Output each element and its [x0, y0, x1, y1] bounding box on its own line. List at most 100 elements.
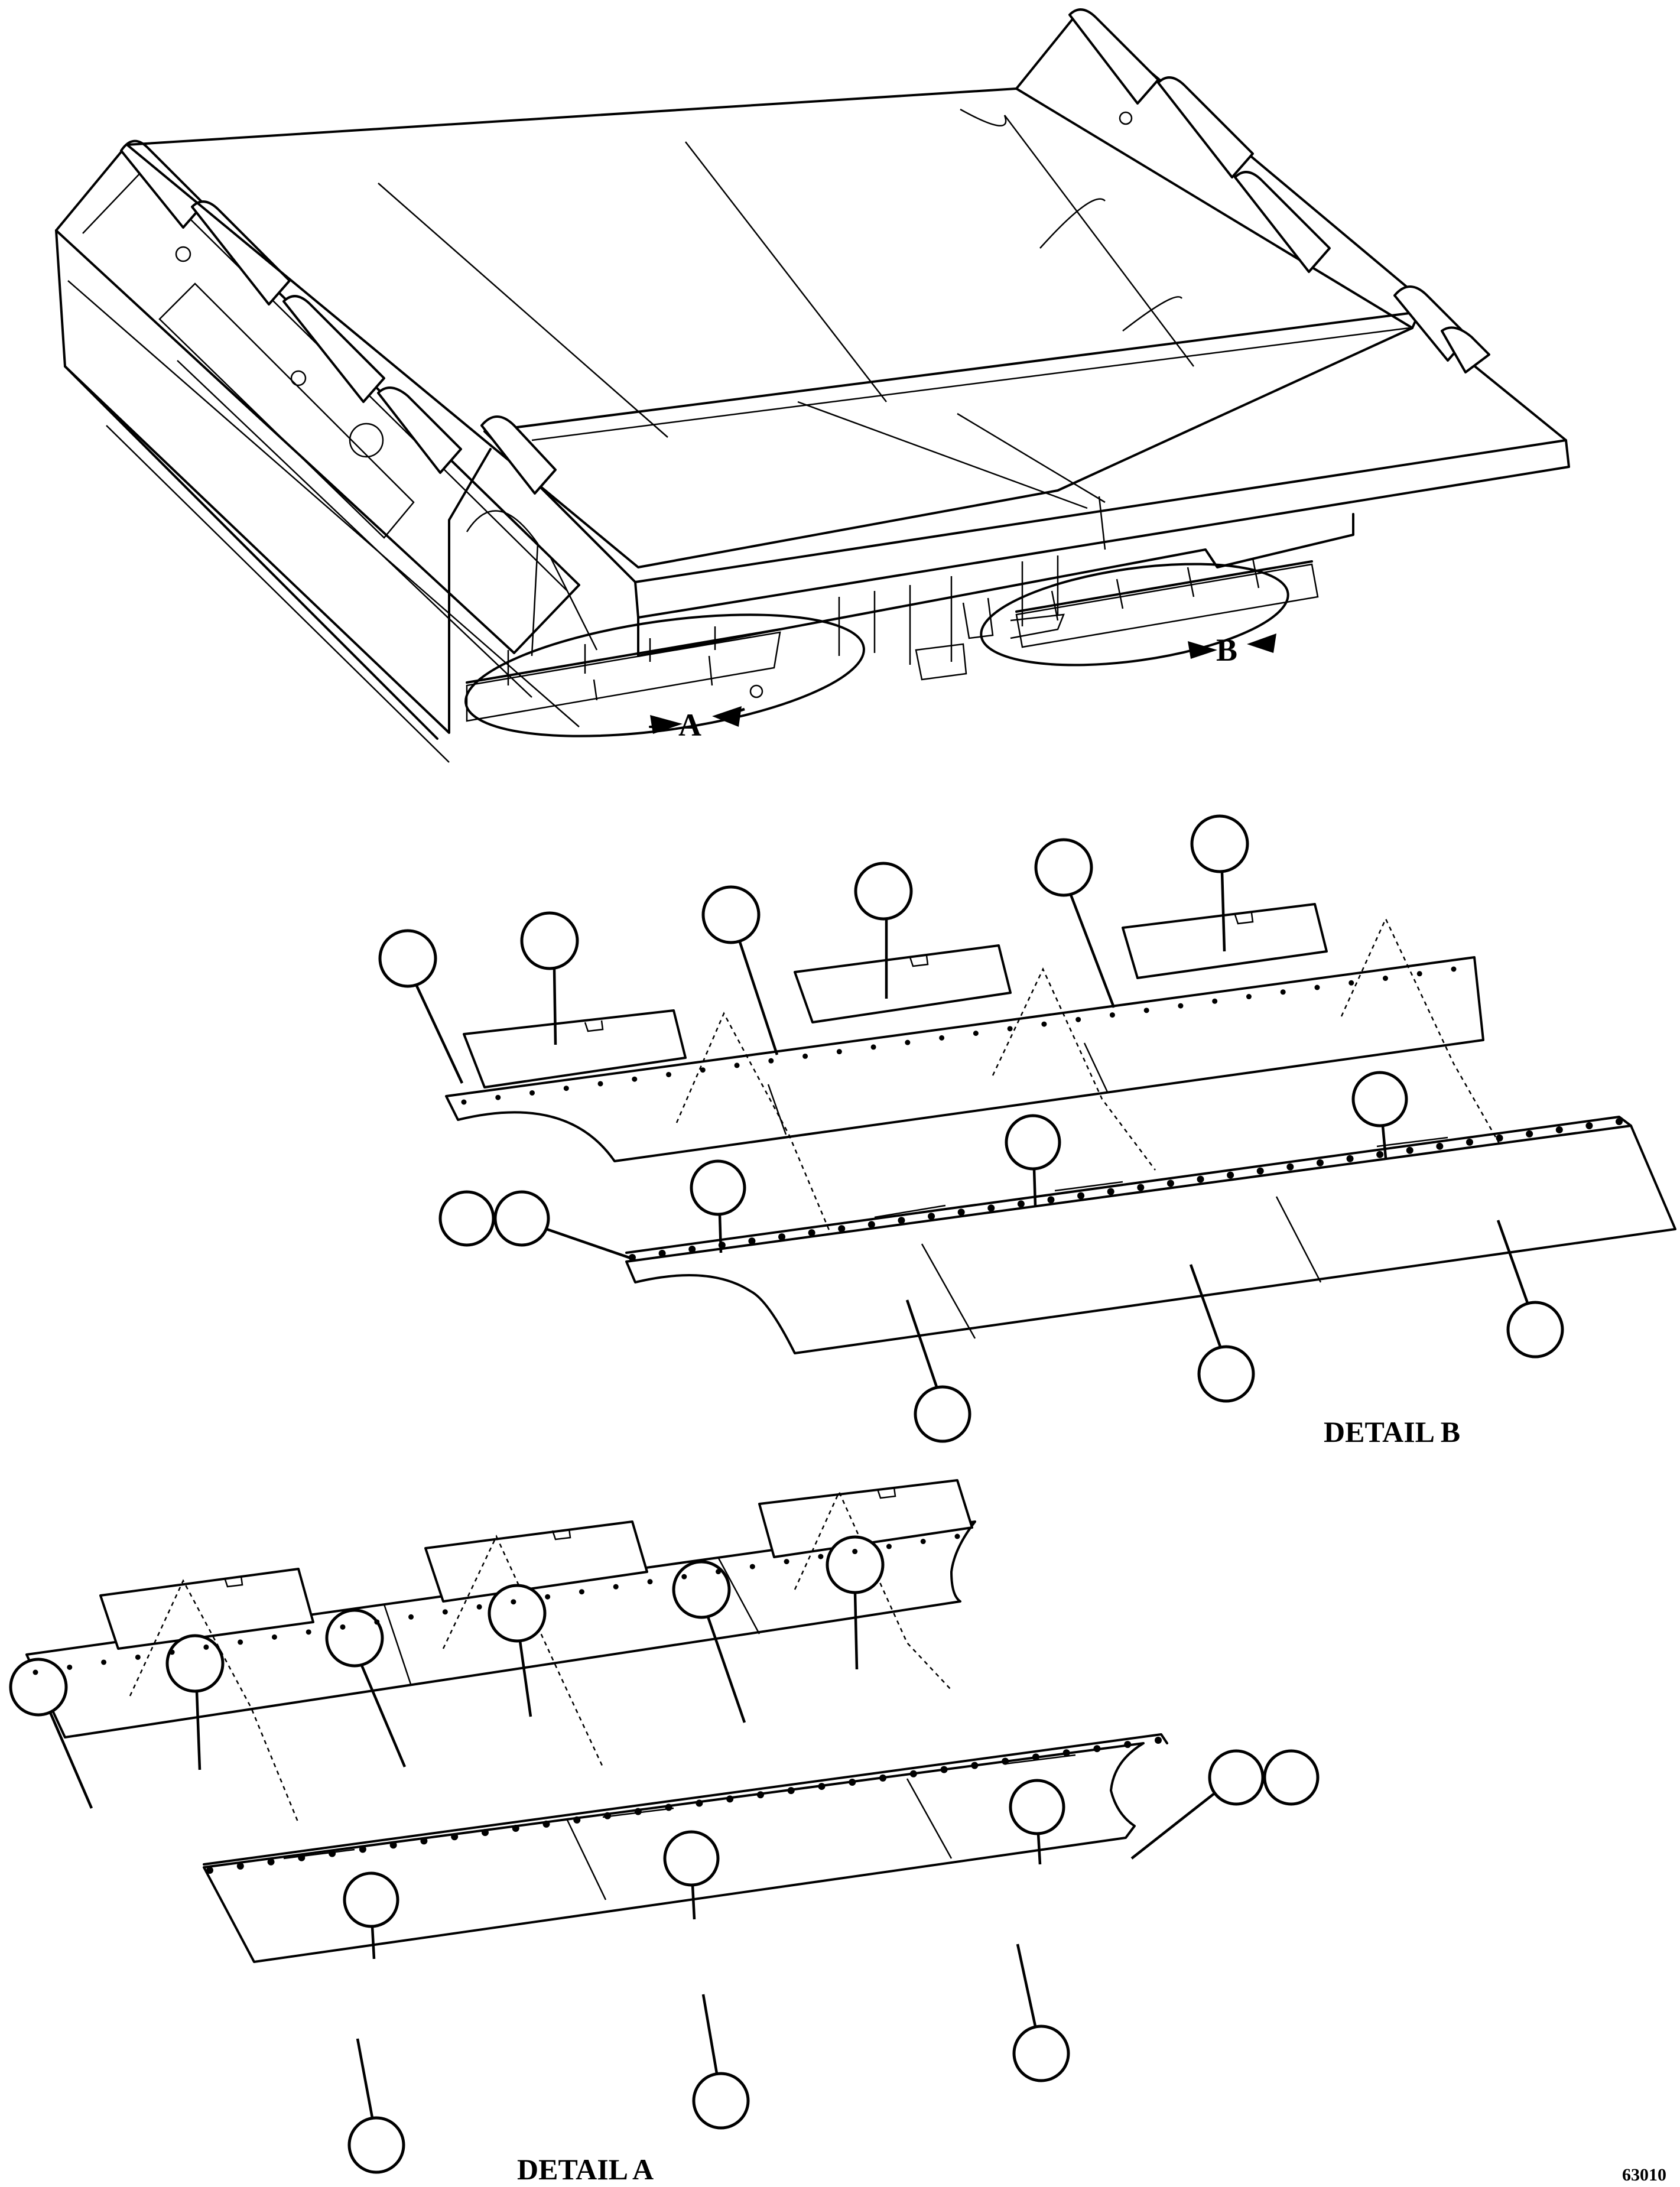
strip-bolt: [629, 1254, 636, 1261]
plate-hole: [1143, 1008, 1149, 1013]
plate-hole: [1314, 984, 1320, 990]
plate-hole: [632, 1076, 638, 1082]
plate-hole: [613, 1584, 619, 1590]
balloon-b-6: [1190, 814, 1249, 952]
strip-bolt: [512, 1825, 519, 1832]
plate-hole: [101, 1659, 107, 1665]
plate-hole: [886, 1543, 892, 1549]
balloon-b-3: [701, 885, 779, 1055]
plate-hole: [1451, 966, 1457, 972]
plate-hole: [1041, 1021, 1047, 1027]
strip-bolt: [1002, 1757, 1009, 1765]
plate-hole: [784, 1559, 789, 1565]
plate-hole: [939, 1035, 945, 1041]
strip-bolt: [573, 1816, 581, 1824]
strip-bolt: [957, 1208, 965, 1216]
balloon-a-2: [165, 1634, 225, 1770]
plate-hole: [442, 1609, 448, 1615]
plate-hole: [1212, 998, 1218, 1004]
plate-hole: [597, 1081, 603, 1087]
strip-bolt: [726, 1795, 734, 1803]
strip-bolt: [1017, 1200, 1025, 1208]
plate-hole: [1178, 1003, 1184, 1009]
plate-hole: [563, 1086, 569, 1091]
plate-hole: [681, 1574, 687, 1580]
strip-bolt: [1077, 1192, 1085, 1200]
strip-bolt: [818, 1783, 826, 1790]
strip-bolt: [1047, 1196, 1055, 1204]
plate-hole: [852, 1549, 858, 1555]
strip-bolt: [808, 1229, 815, 1237]
strip-bolt: [1436, 1142, 1444, 1150]
detail-b-caption: DETAIL B: [1324, 1415, 1460, 1448]
plate-hole: [768, 1058, 774, 1064]
strip-bolt: [1227, 1171, 1234, 1179]
plate-hole: [973, 1031, 979, 1036]
plate-hole: [802, 1053, 808, 1059]
balloon-a-12: [347, 2038, 405, 2174]
balloon-b-5: [1034, 838, 1116, 1008]
strip-bolt: [1616, 1118, 1623, 1125]
strip-bolt: [634, 1808, 642, 1815]
plate-hole: [749, 1564, 755, 1569]
strip-bolt: [696, 1799, 703, 1807]
plate-hole: [1280, 989, 1286, 995]
plate-hole: [700, 1067, 706, 1073]
balloon-a-3: [325, 1608, 407, 1767]
strip-bolt: [1062, 1749, 1070, 1757]
strip-bolt: [1496, 1134, 1503, 1142]
balloon-a-6: [826, 1535, 885, 1670]
dump-body-illustration: [55, 8, 1570, 763]
plate-hole: [461, 1099, 467, 1105]
strip-bolt: [1166, 1179, 1174, 1187]
strip-bolt: [849, 1778, 856, 1786]
strip-bolt: [329, 1850, 336, 1857]
strip-bolt: [879, 1774, 887, 1782]
plate-hole: [920, 1539, 926, 1545]
balloon-a-1: [9, 1658, 93, 1809]
strip-bolt: [1155, 1737, 1162, 1744]
balloon-b-7: [438, 1190, 495, 1247]
strip-bolt: [420, 1837, 428, 1845]
strip-bolt: [298, 1854, 306, 1861]
strip-bolt: [1555, 1126, 1563, 1133]
strip-bolt: [658, 1250, 666, 1257]
plate-hole: [495, 1094, 501, 1100]
balloon-a-11: [1263, 1749, 1320, 1806]
detail-a-caption: DETAIL A: [517, 2153, 654, 2186]
balloon-b-14: [1496, 1220, 1564, 1359]
strip-bolt: [1316, 1159, 1324, 1166]
plate-hole: [1348, 980, 1354, 986]
balloon-a-9: [1009, 1779, 1065, 1865]
strip-bolt: [1526, 1130, 1533, 1138]
plate-hole: [374, 1619, 380, 1625]
plate-hole: [1075, 1016, 1081, 1022]
plate-hole: [67, 1664, 73, 1670]
balloon-b-8: [493, 1190, 633, 1260]
strip-bolt: [267, 1858, 275, 1866]
strip-bolt: [236, 1862, 244, 1870]
plate-hole: [579, 1589, 584, 1595]
plate-hole: [306, 1629, 311, 1635]
plate-hole: [476, 1604, 482, 1610]
strip-bolt: [898, 1217, 905, 1224]
strip-bolt: [542, 1820, 550, 1828]
plate-hole: [1246, 994, 1252, 1000]
drawing-number: 63010: [1622, 2165, 1666, 2185]
balloon-a-10: [1130, 1749, 1265, 1860]
plate-hole: [954, 1533, 960, 1539]
plate-hole: [870, 1044, 876, 1050]
balloon-b-2: [520, 911, 579, 1045]
balloon-a-8: [663, 1830, 720, 1920]
strip-bolt: [971, 1762, 979, 1769]
strip-bolt: [1465, 1138, 1473, 1146]
plate-hole: [1109, 1012, 1115, 1018]
strip-bolt: [1286, 1163, 1294, 1171]
plate-hole: [238, 1639, 243, 1645]
balloon-b-10: [1005, 1114, 1061, 1206]
strip-bolt: [928, 1213, 935, 1220]
balloon-b-4: [854, 862, 913, 999]
callout-letter-b: B: [1216, 632, 1237, 668]
strip-bolt: [748, 1237, 756, 1245]
